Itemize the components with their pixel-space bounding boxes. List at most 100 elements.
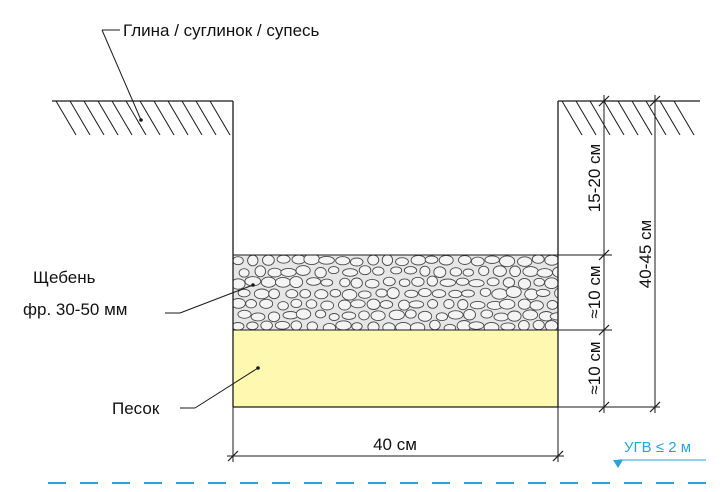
gravel-stone <box>314 266 327 279</box>
gravel-stone <box>274 320 290 330</box>
gravel-stone <box>382 276 396 287</box>
gravel-stone <box>544 255 558 266</box>
gravel-stone <box>457 299 469 311</box>
gravel-stone <box>455 277 470 286</box>
hatch-stroke <box>125 100 147 136</box>
hatch-stroke <box>631 100 653 136</box>
hatch-stroke <box>645 100 667 136</box>
gravel-stone <box>350 277 363 289</box>
gravel-stone <box>447 310 464 320</box>
gravel-stone <box>367 321 380 330</box>
dimension-total-depth: 40-45 см <box>636 220 655 288</box>
gravel-stone <box>431 289 447 298</box>
gravel-stone <box>367 255 380 266</box>
gravel-stone <box>364 278 380 289</box>
hatch-stroke <box>55 100 77 136</box>
hatch-stroke <box>561 100 583 136</box>
gravel-stone <box>404 289 419 298</box>
gravel-stone <box>306 277 322 286</box>
gravel-stone <box>443 323 457 330</box>
gravel-stone <box>469 300 486 310</box>
soil-hatching-right <box>561 100 695 136</box>
gravel-stone <box>535 288 551 297</box>
gravel-stone <box>502 277 516 288</box>
sand-layer <box>232 329 559 408</box>
gravel-stone <box>517 298 532 310</box>
hatch-stroke <box>181 100 203 136</box>
gravel-stone <box>404 309 417 319</box>
gravel-stone <box>483 321 500 330</box>
gravel-stone <box>546 300 558 310</box>
hatch-stroke <box>589 100 611 136</box>
gravel-stone <box>366 298 381 310</box>
soil-label: Глина / суглинок / супесь <box>123 21 320 40</box>
hatch-stroke <box>195 100 217 136</box>
gravel-stone <box>276 255 291 264</box>
gravel-stone <box>267 267 283 278</box>
gravel-stone <box>238 268 250 278</box>
gravel-stone <box>245 299 257 309</box>
gravel-stone <box>342 268 359 277</box>
gravel-stone <box>522 266 539 277</box>
gravel-stone <box>289 276 304 289</box>
gravel-stone <box>259 298 274 309</box>
right-dimensions: 15-20 см ≈10 см ≈10 см 40-45 см <box>558 95 661 413</box>
gravel-stone <box>260 276 277 288</box>
gravel-stone <box>253 288 270 300</box>
gravel-stone <box>544 277 558 290</box>
soil-label-group: Глина / суглинок / супесь <box>101 21 320 122</box>
gravel-stone <box>500 322 516 330</box>
gravel-label-group: Щебень фр. 30-50 мм <box>23 268 255 319</box>
gravel-stone <box>247 255 259 267</box>
trench-walls <box>232 101 559 408</box>
gravel-stone <box>329 288 342 298</box>
gravel-stone <box>246 321 259 330</box>
gravel-stone <box>237 288 251 298</box>
gravel-stone <box>315 309 327 319</box>
gravel-stone <box>524 288 539 301</box>
gravel-stone <box>478 265 490 277</box>
dimension-width: 40 см <box>373 435 417 454</box>
gravel-stone <box>341 289 358 301</box>
gravel-stone <box>395 257 409 267</box>
gravel-stone <box>529 300 544 311</box>
gravel-stone <box>358 310 370 321</box>
gravel-stone <box>549 312 558 321</box>
bottom-dimension: 40 см <box>227 407 564 462</box>
gravel-stone <box>462 268 474 277</box>
gravel-stone <box>424 255 439 264</box>
gravel-stone <box>536 268 553 278</box>
hatch-stroke <box>673 100 695 136</box>
gravel-stone <box>518 319 530 330</box>
sand-label: Песок <box>112 399 160 418</box>
dimension-gravel-thickness: ≈10 см <box>585 265 604 318</box>
gravel-stone <box>403 266 418 275</box>
gravel-stone <box>468 279 485 288</box>
gravel-stone <box>507 310 522 322</box>
gravel-stone <box>372 266 385 276</box>
gravel-stone <box>290 298 303 309</box>
gravel-stone <box>532 319 545 330</box>
gravel-label-line2: фр. 30-50 мм <box>23 300 127 319</box>
groundwater-label: УГВ ≤ 2 м <box>624 439 691 456</box>
groundwater-level-marker-icon <box>613 460 623 468</box>
gravel-stone <box>418 287 432 298</box>
gravel-label-line1: Щебень <box>33 268 96 287</box>
gravel-stone <box>417 310 433 322</box>
gravel-stone <box>250 312 266 322</box>
gravel-stone <box>320 300 335 311</box>
gravel-stone <box>351 322 363 330</box>
gravel-stone <box>409 322 426 330</box>
hatch-stroke <box>153 100 175 136</box>
gravel-layer <box>233 255 558 330</box>
gravel-stone <box>277 301 289 311</box>
gravel-stone <box>388 309 405 321</box>
gravel-stone <box>260 320 273 330</box>
gravel-stone <box>274 276 292 288</box>
gravel-stone <box>429 319 441 330</box>
gravel-stone <box>419 265 431 277</box>
gravel-stone <box>438 255 454 266</box>
gravel-stone <box>509 265 521 278</box>
gravel-stone <box>379 300 394 309</box>
gravel-stones-pattern <box>233 255 558 330</box>
